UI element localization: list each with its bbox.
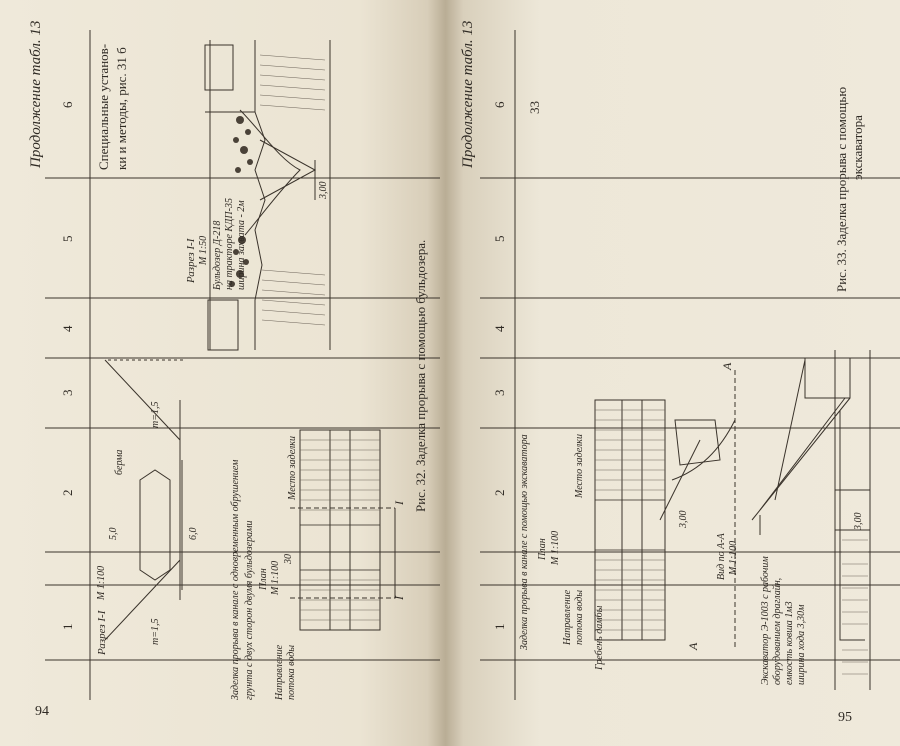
- excavator-section-drawing: [751, 350, 871, 690]
- label-berm: берма: [114, 449, 125, 475]
- right-label-closure: Место заделки: [574, 434, 585, 498]
- fig32-hatching: [259, 54, 326, 326]
- fig32-section-drawing: [204, 40, 331, 351]
- left-dim-30: 30: [283, 554, 294, 564]
- right-dim-300: 3,00: [678, 510, 689, 529]
- left-marker-I-bottom: I: [392, 596, 406, 600]
- left-col-number-4: 4: [60, 325, 75, 333]
- right-table-header: Продолжение табл. 13: [460, 20, 476, 168]
- left-table-header: Продолжение табл. 13: [28, 20, 44, 168]
- left-col-number-2: 2: [60, 489, 75, 497]
- fig32-rubble: [229, 116, 253, 287]
- left-plan-hatching: [300, 439, 380, 621]
- right-marker-A-bottom: А: [686, 642, 700, 650]
- left-plan-label: План: [258, 568, 269, 590]
- right-flow-line1: Направление: [562, 589, 573, 645]
- right-col-number-1: 1: [492, 623, 507, 631]
- label-slope-left: m=1,5: [150, 618, 161, 645]
- fig33-caption-line1: Рис. 33. Заделка прорыва с помощью: [834, 86, 849, 292]
- right-plan-label: План: [537, 538, 548, 560]
- fig32-caption: Рис. 32. Заделка прорыва с помощью бульд…: [413, 239, 428, 512]
- left-col-number-6: 6: [60, 101, 75, 109]
- excavator-dim-300: 3,00: [853, 512, 864, 531]
- left-col6-text-line1: Специальные установ-: [96, 43, 111, 170]
- bulldozer-line3: ширина захвата - 2м: [236, 200, 247, 290]
- left-page-number: 94: [35, 704, 49, 719]
- right-page-number: 95: [838, 710, 852, 725]
- left-col6-text-line2: ки и методы, рис. 31 б: [114, 47, 129, 170]
- bulldozer-line2: на тракторе КДП-35: [224, 198, 235, 290]
- right-view-scale: М 1:100: [728, 540, 739, 575]
- left-caption-line1: Заделка прорыва в канале с одновременным…: [230, 459, 241, 700]
- label-slope-right: m=1,5: [150, 401, 161, 428]
- left-col-number-5: 5: [60, 235, 75, 243]
- canal-section-drawing: [104, 359, 185, 641]
- left-label-closure: Место заделки: [287, 436, 298, 500]
- right-flow-line2: потока воды: [574, 589, 585, 645]
- right-col-number-4: 4: [492, 325, 507, 333]
- left-flow-line1: Направление: [274, 644, 285, 700]
- right-marker-A-top: А: [720, 362, 734, 370]
- right-col-number-6: 6: [492, 101, 507, 109]
- right-caption-main: Заделка прорыва в канале с помощью экска…: [519, 434, 530, 650]
- left-marker-I-top: I: [392, 501, 406, 505]
- right-plan-drawing: [594, 370, 736, 650]
- right-plan-hatching: [595, 409, 665, 631]
- right-col-number-3: 3: [492, 389, 507, 397]
- left-col-number-3: 3: [60, 389, 75, 397]
- right-plan-scale: М 1:100: [550, 530, 561, 565]
- right-col-number-2: 2: [492, 489, 507, 497]
- excavator-line4: ширина хода 3,30м: [796, 604, 807, 685]
- fig32-section-scale: М 1:50: [198, 235, 209, 265]
- excavator-line2: оборудованием драглайн,: [772, 577, 783, 685]
- right-label-crest: Гребень дамбы: [594, 605, 605, 670]
- left-caption-line2: грунта с двух сторон двумя бульдозерами: [244, 520, 255, 700]
- excavator-hatching: [842, 539, 868, 675]
- right-view-label: Вид по А-А: [716, 533, 727, 580]
- bulldozer-line1: Бульдозер Д-218: [212, 220, 223, 290]
- fig33-caption-line2: экскаватора: [850, 115, 865, 180]
- left-plan-scale: М 1:100: [270, 560, 281, 595]
- right-col-number-5: 5: [492, 235, 507, 243]
- left-plan-drawing: [290, 429, 396, 631]
- left-flow-line2: потока воды: [286, 644, 297, 700]
- excavator-line3: емкость ковша 1м3: [784, 601, 795, 685]
- dim-bottom: 6,0: [188, 527, 199, 541]
- excavator-line1: Экскаватор Э-1003 с рабочим: [760, 556, 771, 685]
- right-col6-value: 33: [527, 101, 542, 114]
- left-col-number-1: 1: [60, 623, 75, 631]
- canal-section-scale: М 1:100: [96, 565, 107, 600]
- canal-section-title: Разрез I-I: [96, 610, 108, 655]
- fig32-section-title: Разрез I-I: [185, 238, 197, 283]
- fig32-dim-300: 3,00: [318, 181, 329, 200]
- dim-top: 5,0: [108, 527, 119, 541]
